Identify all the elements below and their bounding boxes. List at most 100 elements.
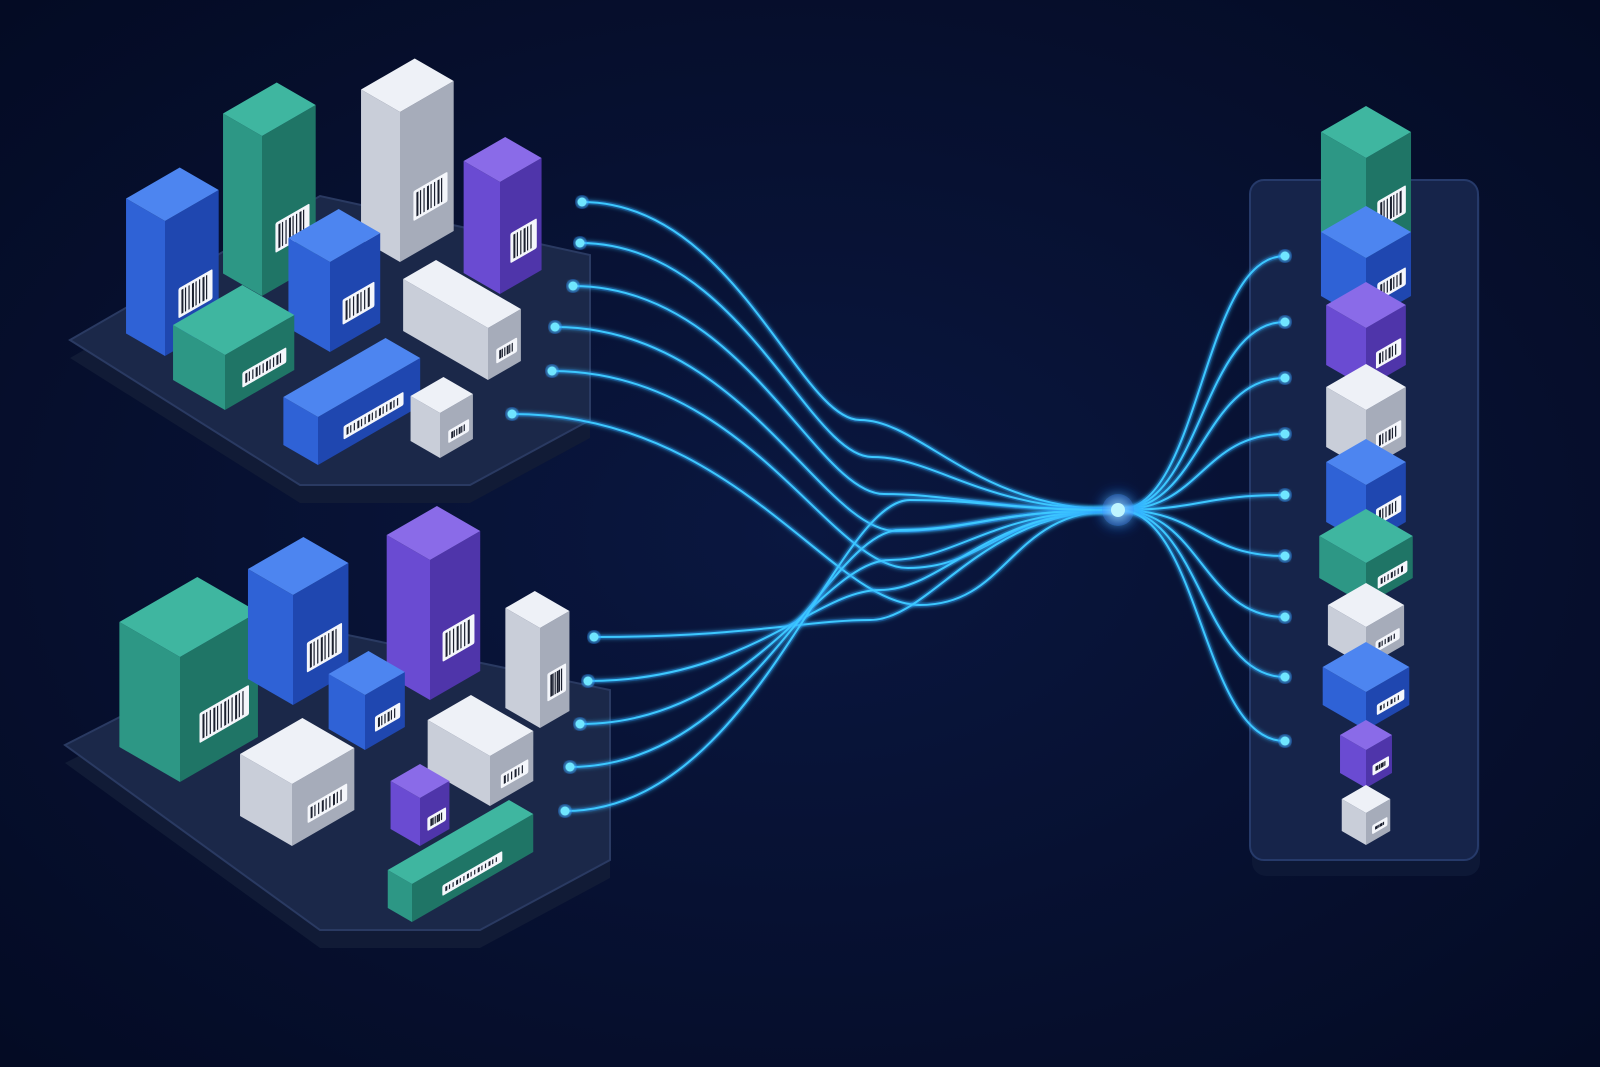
barcode-bar <box>1391 427 1394 439</box>
barcode-bar <box>1378 352 1381 365</box>
box-right-face <box>430 531 481 700</box>
barcode-bar <box>367 287 370 308</box>
barcode-bar <box>419 189 422 215</box>
barcode-label-icon <box>306 623 343 673</box>
box-left-face <box>390 781 420 846</box>
barcode-label-icon <box>427 807 447 831</box>
barcode-bar <box>499 349 502 360</box>
stacked-box-blue <box>1320 206 1412 322</box>
port-dot-column-1 <box>1280 317 1290 327</box>
barcode-bar <box>1382 507 1384 520</box>
ports-layer <box>505 195 1292 818</box>
barcode-bar <box>1399 272 1402 286</box>
barcode-bar <box>456 428 458 436</box>
barcode-bar <box>382 406 384 415</box>
barcode-bar <box>558 669 561 693</box>
barcode-bar <box>453 429 455 438</box>
barcode-label-icon <box>1377 560 1408 589</box>
barcode-bar <box>492 859 494 865</box>
box-top-face <box>410 377 473 413</box>
barcode-bar <box>520 230 522 255</box>
box-white-medium <box>505 591 570 728</box>
barcode-bar <box>248 371 250 382</box>
barcode-bar <box>1380 762 1383 769</box>
box-top-face <box>505 591 570 628</box>
barcode-bar <box>368 413 371 423</box>
box-right-face <box>1366 536 1413 605</box>
barcode-bar <box>451 430 454 439</box>
port-dot-top-0 <box>577 197 587 207</box>
barcode-bar <box>292 215 294 241</box>
barcode-bar <box>501 348 503 358</box>
barcode-bar <box>188 285 190 310</box>
barcode-bar <box>386 403 388 413</box>
box-top-face <box>427 695 534 756</box>
barcode-bar <box>1401 565 1404 573</box>
barcode-label-icon <box>342 281 375 325</box>
box-left-face <box>505 608 540 728</box>
stacked-box-purple <box>1326 282 1406 388</box>
wire-out-8 <box>1117 509 1286 742</box>
barcode-label-icon <box>1372 817 1388 834</box>
box-left-face <box>283 397 318 465</box>
box-left-face <box>403 279 488 380</box>
barcode-bar <box>458 426 461 435</box>
barcode-bar <box>1382 761 1384 768</box>
barcode-bar <box>1399 190 1402 214</box>
port-dot-top-2 <box>568 281 578 291</box>
box-left-face <box>463 161 500 294</box>
barcode-label-icon <box>442 851 503 896</box>
box-top-face <box>1322 642 1410 692</box>
barcode-bar <box>488 860 491 867</box>
barcode-label-icon <box>413 172 448 221</box>
barcode-bar <box>320 636 323 662</box>
box-top-face <box>1326 364 1406 410</box>
barcode-bar <box>202 713 205 739</box>
barcode-bar <box>371 412 373 421</box>
box-top-face <box>463 137 542 182</box>
barcode-bar <box>495 856 497 863</box>
barcode-bar <box>238 692 240 718</box>
barcode-bar <box>1394 697 1396 703</box>
port-dot-column-6 <box>1280 612 1290 622</box>
barcode-bar <box>269 359 271 370</box>
barcode-bar <box>474 869 476 875</box>
box-left-face <box>427 720 490 806</box>
barcode-bar <box>245 372 248 384</box>
barcode-bar <box>1396 192 1398 216</box>
barcode-bar <box>481 865 483 871</box>
barcode-label-icon <box>242 347 287 388</box>
barcode-bar <box>393 399 395 408</box>
box-blue-medium <box>288 209 381 352</box>
box-blue-tall <box>126 167 219 356</box>
barcode-bar <box>220 703 222 729</box>
barcode-bar <box>440 812 443 821</box>
box-purple-small <box>390 764 450 846</box>
barcode-bar <box>299 210 302 237</box>
barcode-bar <box>509 344 511 354</box>
barcode-bar <box>1391 502 1394 514</box>
barcode-bar <box>1395 425 1397 438</box>
barcode-bar <box>1382 821 1385 826</box>
box-top-face <box>1320 106 1412 158</box>
barcode-bar <box>1397 694 1399 701</box>
barcode-bar <box>1387 573 1389 581</box>
port-dot-bottom-0 <box>589 632 599 642</box>
barcode-bar <box>452 881 454 888</box>
barcode-bar <box>1378 641 1381 648</box>
box-top-face <box>1341 785 1391 813</box>
box-teal-flat <box>173 285 295 410</box>
wire-out-3 <box>1117 433 1286 511</box>
barcode-bar <box>1389 278 1392 292</box>
barcode-bar <box>345 299 348 321</box>
box-top-face <box>240 718 355 784</box>
barcode-label-icon <box>500 759 529 789</box>
barcode-bar <box>349 298 351 319</box>
port-dot-top-4 <box>547 366 557 376</box>
box-top-face <box>403 260 521 328</box>
box-left-face <box>1326 305 1366 388</box>
barcode-bar <box>255 366 258 378</box>
stacked-box-blue <box>1326 439 1406 545</box>
barcode-label-icon <box>1376 689 1405 715</box>
